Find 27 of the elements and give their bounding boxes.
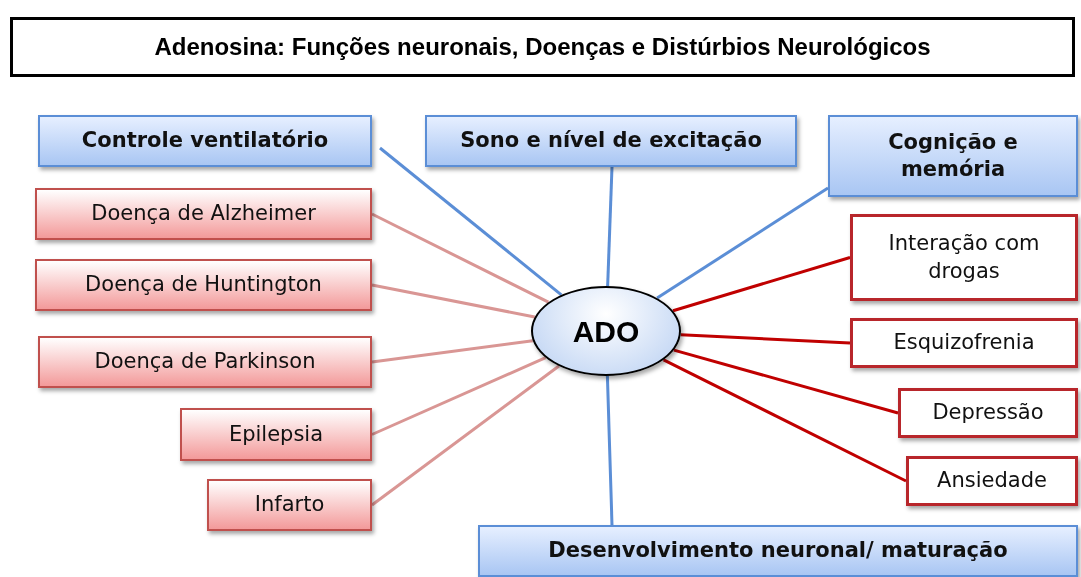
connector-line <box>673 348 899 415</box>
connector-line <box>605 375 614 526</box>
center-ellipse: ADO <box>531 286 681 376</box>
connector-line <box>371 339 533 364</box>
label-box: Esquizofrenia <box>850 318 1078 368</box>
connector-line <box>371 212 550 304</box>
connector-line <box>606 166 614 287</box>
connector-line <box>656 186 829 300</box>
label-box: Epilepsia <box>180 408 372 461</box>
label-box: Doença de Parkinson <box>38 336 372 388</box>
connector-line <box>662 358 907 483</box>
label-box: Interação com drogas <box>850 214 1078 301</box>
connector-line <box>371 356 547 436</box>
connector-line <box>371 283 535 319</box>
label-box: Sono e nível de excitação <box>425 115 797 167</box>
label-box: Controle ventilatório <box>38 115 372 167</box>
connector-line <box>371 364 560 507</box>
label-box: Depressão <box>898 388 1078 438</box>
label-box: Doença de Alzheimer <box>35 188 372 240</box>
label-box: Ansiedade <box>906 456 1078 506</box>
label-box: Doença de Huntington <box>35 259 372 311</box>
label-box: Infarto <box>207 479 372 531</box>
label-box: Desenvolvimento neuronal/ maturação <box>478 525 1078 577</box>
title-box: Adenosina: Funções neuronais, Doenças e Distúrbios Neurológicos <box>10 17 1075 77</box>
connector-line <box>379 146 563 296</box>
connector-line <box>680 333 851 345</box>
label-box: Cognição e memória <box>828 115 1078 197</box>
